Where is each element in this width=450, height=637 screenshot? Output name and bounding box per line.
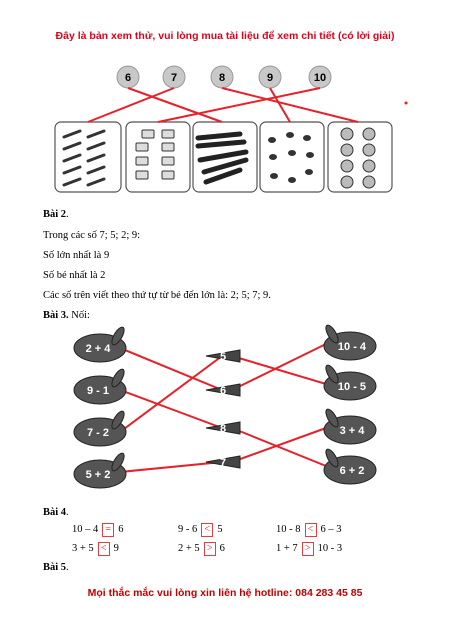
number-10: 10: [314, 72, 326, 84]
left-rabbit-label: 9 - 1: [87, 385, 109, 397]
right-rabbit-label: 10 - 5: [338, 381, 366, 393]
comparison: 1 + 7>10 - 3: [276, 542, 343, 556]
comparison: 2 + 5>6: [178, 542, 225, 556]
bai2-line: Trong các số 7; 5; 2; 9:: [43, 230, 141, 241]
bai3-title: Bài 3. Nối:: [43, 310, 90, 321]
bai2-line: Số bé nhất là 2: [43, 270, 106, 281]
right-rabbit-label: 6 + 2: [340, 465, 365, 477]
comparison: 10 - 8<6 – 3: [276, 523, 342, 537]
number-9: 9: [267, 72, 273, 84]
bai1-matching-lines: [87, 87, 359, 123]
pencils-icon: [62, 129, 106, 187]
bai2-line: Số lớn nhất là 9: [43, 250, 110, 261]
right-rabbit-label: 10 - 4: [338, 341, 367, 353]
number-6: 6: [125, 72, 131, 84]
bai2-title: Bài 2.: [43, 209, 69, 220]
carrot-label: 6: [220, 385, 226, 397]
number-7: 7: [171, 72, 177, 84]
flowers-icon: [340, 127, 376, 189]
left-rabbit-label: 7 - 2: [87, 427, 109, 439]
bees-icon: [268, 132, 314, 183]
crayons-icon: [195, 131, 249, 185]
bai3-matching-lines: [119, 343, 327, 473]
footer-notice: Mọi thắc mắc vui lòng xin liên hệ hotlin…: [87, 587, 363, 599]
left-rabbits: [73, 326, 127, 489]
header-notice: Đây là bản xem thử, vui lòng mua tài liệ…: [55, 30, 395, 42]
carrots: [205, 349, 241, 469]
comparison: 3 + 5<9: [72, 542, 119, 556]
left-rabbit-label: 5 + 2: [86, 469, 111, 481]
comparison: 9 - 6<5: [178, 523, 223, 537]
carrot-label: 7: [220, 457, 226, 469]
carrot-label: 5: [220, 351, 226, 363]
bai5-title: Bài 5.: [43, 562, 69, 573]
number-8: 8: [219, 72, 225, 84]
bai2-line: Các số trên viết theo thứ tự từ bé đến l…: [43, 290, 271, 301]
comparison: 10 – 4=6: [72, 523, 124, 537]
carrot-label: 8: [220, 423, 226, 435]
bai4-title: Bài 4.: [43, 507, 69, 518]
right-rabbits: [323, 324, 377, 485]
erasers-icon: [135, 129, 175, 180]
right-rabbit-label: 3 + 4: [340, 425, 366, 437]
left-rabbit-label: 2 + 4: [86, 343, 112, 355]
number-circles: 6 7 8 9 10: [116, 65, 332, 89]
